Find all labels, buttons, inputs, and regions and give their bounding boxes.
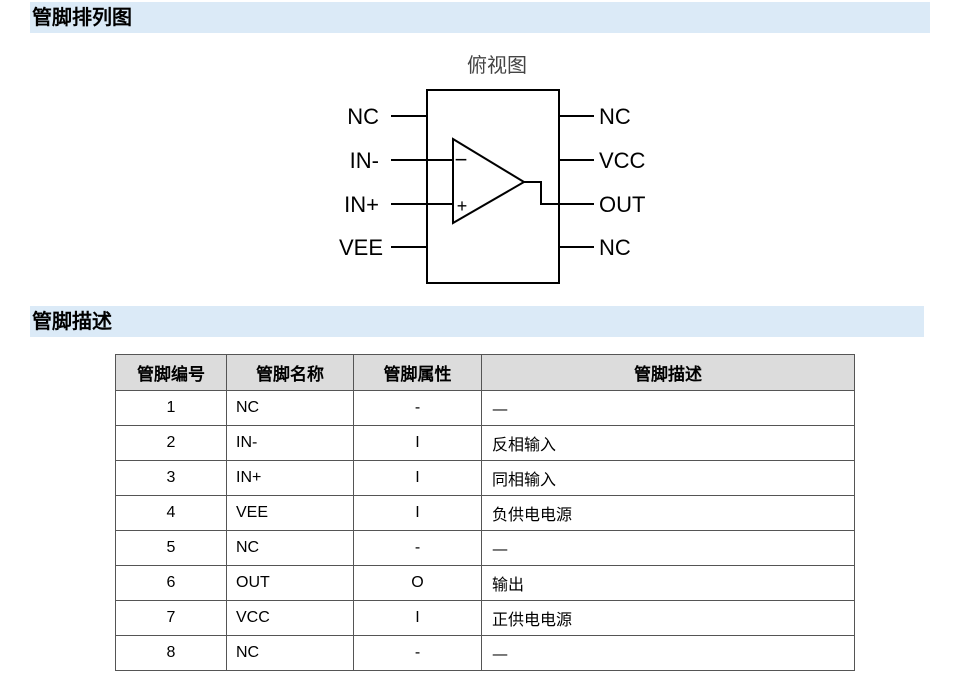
pin-description-cell: 输出 <box>481 565 855 601</box>
pin-number-cell: 3 <box>115 460 227 496</box>
header-pin-attribute: 管脚属性 <box>353 354 482 391</box>
pin-number-cell: 2 <box>115 425 227 461</box>
pin-number-cell: 4 <box>115 495 227 531</box>
pin-description-cell: — <box>481 530 855 566</box>
table-row: 1 NC - — <box>115 390 855 426</box>
pin-name-cell: IN+ <box>226 460 354 496</box>
pin-name-cell: NC <box>226 635 354 671</box>
description-section-title: 管脚描述 <box>30 306 924 337</box>
header-pin-number: 管脚编号 <box>115 354 227 391</box>
table-row: 8 NC - — <box>115 635 855 671</box>
op-amp-symbol <box>452 137 526 225</box>
pin-description-table: 管脚编号 管脚名称 管脚属性 管脚描述 1 NC - — 2 IN- I 反相输… <box>115 354 855 671</box>
pin-label-right-4: NC <box>599 235 631 260</box>
pin-description-cell: — <box>481 635 855 671</box>
pin-name-cell: VEE <box>226 495 354 531</box>
table-row: 7 VCC I 正供电电源 <box>115 600 855 636</box>
pinout-diagram: 俯视图 − + NC IN- IN+ VEE NC VCC OUT NC <box>339 54 646 284</box>
pin-number-cell: 8 <box>115 635 227 671</box>
pin-attribute-cell: - <box>353 390 482 426</box>
pin-label-right-2: VCC <box>599 148 646 173</box>
wire-output <box>524 181 543 205</box>
pin-attribute-cell: I <box>353 600 482 636</box>
pinout-section-title: 管脚排列图 <box>30 2 930 33</box>
pin-label-left-3: IN+ <box>344 192 379 217</box>
table-row: 2 IN- I 反相输入 <box>115 425 855 461</box>
pin-name-cell: NC <box>226 390 354 426</box>
table-header-row: 管脚编号 管脚名称 管脚属性 管脚描述 <box>115 354 855 391</box>
pin-label-right-3: OUT <box>599 192 645 217</box>
pin-attribute-cell: I <box>353 460 482 496</box>
pin-description-cell: — <box>481 390 855 426</box>
pin-number-cell: 6 <box>115 565 227 601</box>
pin-attribute-cell: - <box>353 635 482 671</box>
table-row: 5 NC - — <box>115 530 855 566</box>
pin-number-cell: 7 <box>115 600 227 636</box>
pin-description-cell: 反相输入 <box>481 425 855 461</box>
minus-sign: − <box>455 147 468 172</box>
pin-description-cell: 负供电电源 <box>481 495 855 531</box>
table-row: 6 OUT O 输出 <box>115 565 855 601</box>
pin-name-cell: IN- <box>226 425 354 461</box>
pin-description-cell: 同相输入 <box>481 460 855 496</box>
pin-label-left-2: IN- <box>350 148 379 173</box>
table-row: 4 VEE I 负供电电源 <box>115 495 855 531</box>
pin-attribute-cell: - <box>353 530 482 566</box>
pin-name-cell: NC <box>226 530 354 566</box>
table-row: 3 IN+ I 同相输入 <box>115 460 855 496</box>
pin-number-cell: 1 <box>115 390 227 426</box>
pin-name-cell: OUT <box>226 565 354 601</box>
plus-sign: + <box>457 196 468 216</box>
pin-attribute-cell: I <box>353 425 482 461</box>
pin-name-cell: VCC <box>226 600 354 636</box>
pin-label-left-4: VEE <box>339 235 383 260</box>
pin-label-right-1: NC <box>599 104 631 129</box>
header-pin-description: 管脚描述 <box>481 354 855 391</box>
pin-attribute-cell: O <box>353 565 482 601</box>
pin-label-left-1: NC <box>347 104 379 129</box>
pin-attribute-cell: I <box>353 495 482 531</box>
pin-number-cell: 5 <box>115 530 227 566</box>
pin-description-cell: 正供电电源 <box>481 600 855 636</box>
header-pin-name: 管脚名称 <box>226 354 354 391</box>
top-view-label: 俯视图 <box>467 54 527 77</box>
